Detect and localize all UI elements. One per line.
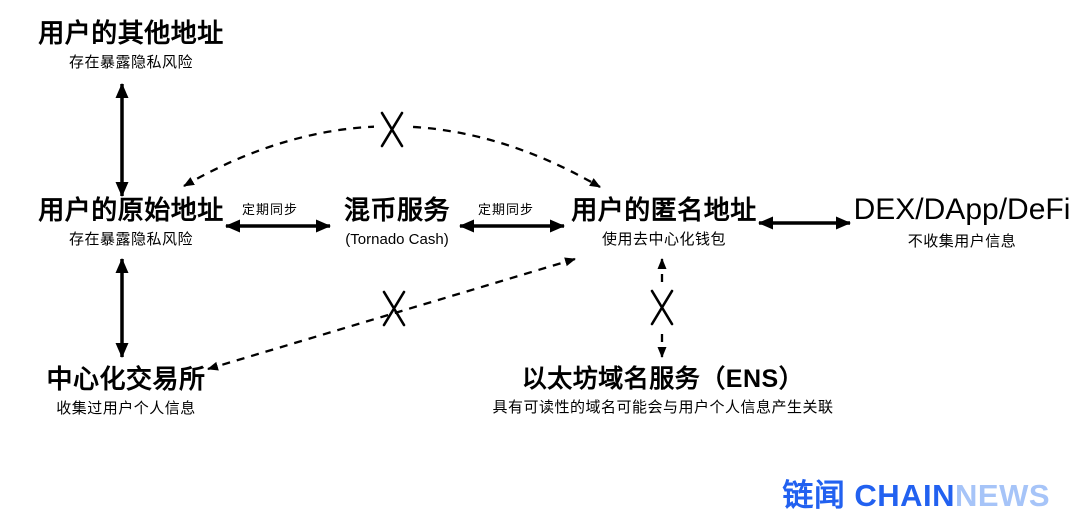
sync-label-right: 定期同步 — [477, 202, 535, 217]
node-mixer-service: 混币服务 (Tornado Cash) — [344, 195, 450, 249]
node-user-anonymous-address: 用户的匿名地址 使用去中心化钱包 — [571, 195, 757, 249]
node-title: 混币服务 — [343, 195, 451, 225]
node-subtitle: (Tornado Cash) — [345, 231, 449, 249]
edge-anonymous-cex-dashed-arrow — [207, 257, 576, 371]
blocked-x-icon — [380, 111, 404, 148]
node-subtitle: 不收集用户信息 — [907, 233, 1017, 250]
sync-label-left: 定期同步 — [241, 202, 299, 217]
node-ens-service: 以太坊域名服务（ENS） 具有可读性的域名可能会与用户个人信息产生关联 — [492, 364, 833, 417]
logo-cn-text: 链闻 — [782, 478, 846, 513]
node-subtitle: 具有可读性的域名可能会与用户个人信息产生关联 — [492, 399, 834, 416]
node-subtitle: 存在暴露隐私风险 — [68, 54, 194, 72]
node-title: 用户的其他地址 — [38, 18, 224, 48]
node-subtitle: 收集过用户个人信息 — [56, 400, 196, 418]
node-title: 用户的匿名地址 — [571, 195, 757, 225]
logo-news-text: NEWS — [955, 478, 1050, 513]
blocked-x-icon — [382, 290, 406, 327]
node-title: 用户的原始地址 — [38, 195, 224, 225]
node-title: 以太坊域名服务（ENS） — [521, 365, 805, 393]
node-title: DEX/DApp/DeFi — [853, 193, 1071, 226]
node-user-other-address: 用户的其他地址 存在暴露隐私风险 — [38, 18, 224, 72]
blocked-x-icon — [650, 289, 674, 326]
node-user-original-address: 用户的原始地址 存在暴露隐私风险 — [38, 195, 224, 249]
node-subtitle: 存在暴露隐私风险 — [68, 231, 194, 249]
node-dex-dapp-defi: DEX/DApp/DeFi 不收集用户信息 — [854, 192, 1071, 251]
edge-original-anonymous-dashed-arrow — [183, 125, 601, 188]
node-centralized-exchange: 中心化交易所 收集过用户个人信息 — [46, 364, 205, 418]
logo-chain-text: CHAIN — [854, 478, 955, 513]
node-title: 中心化交易所 — [46, 364, 206, 394]
node-subtitle: 使用去中心化钱包 — [601, 231, 727, 249]
